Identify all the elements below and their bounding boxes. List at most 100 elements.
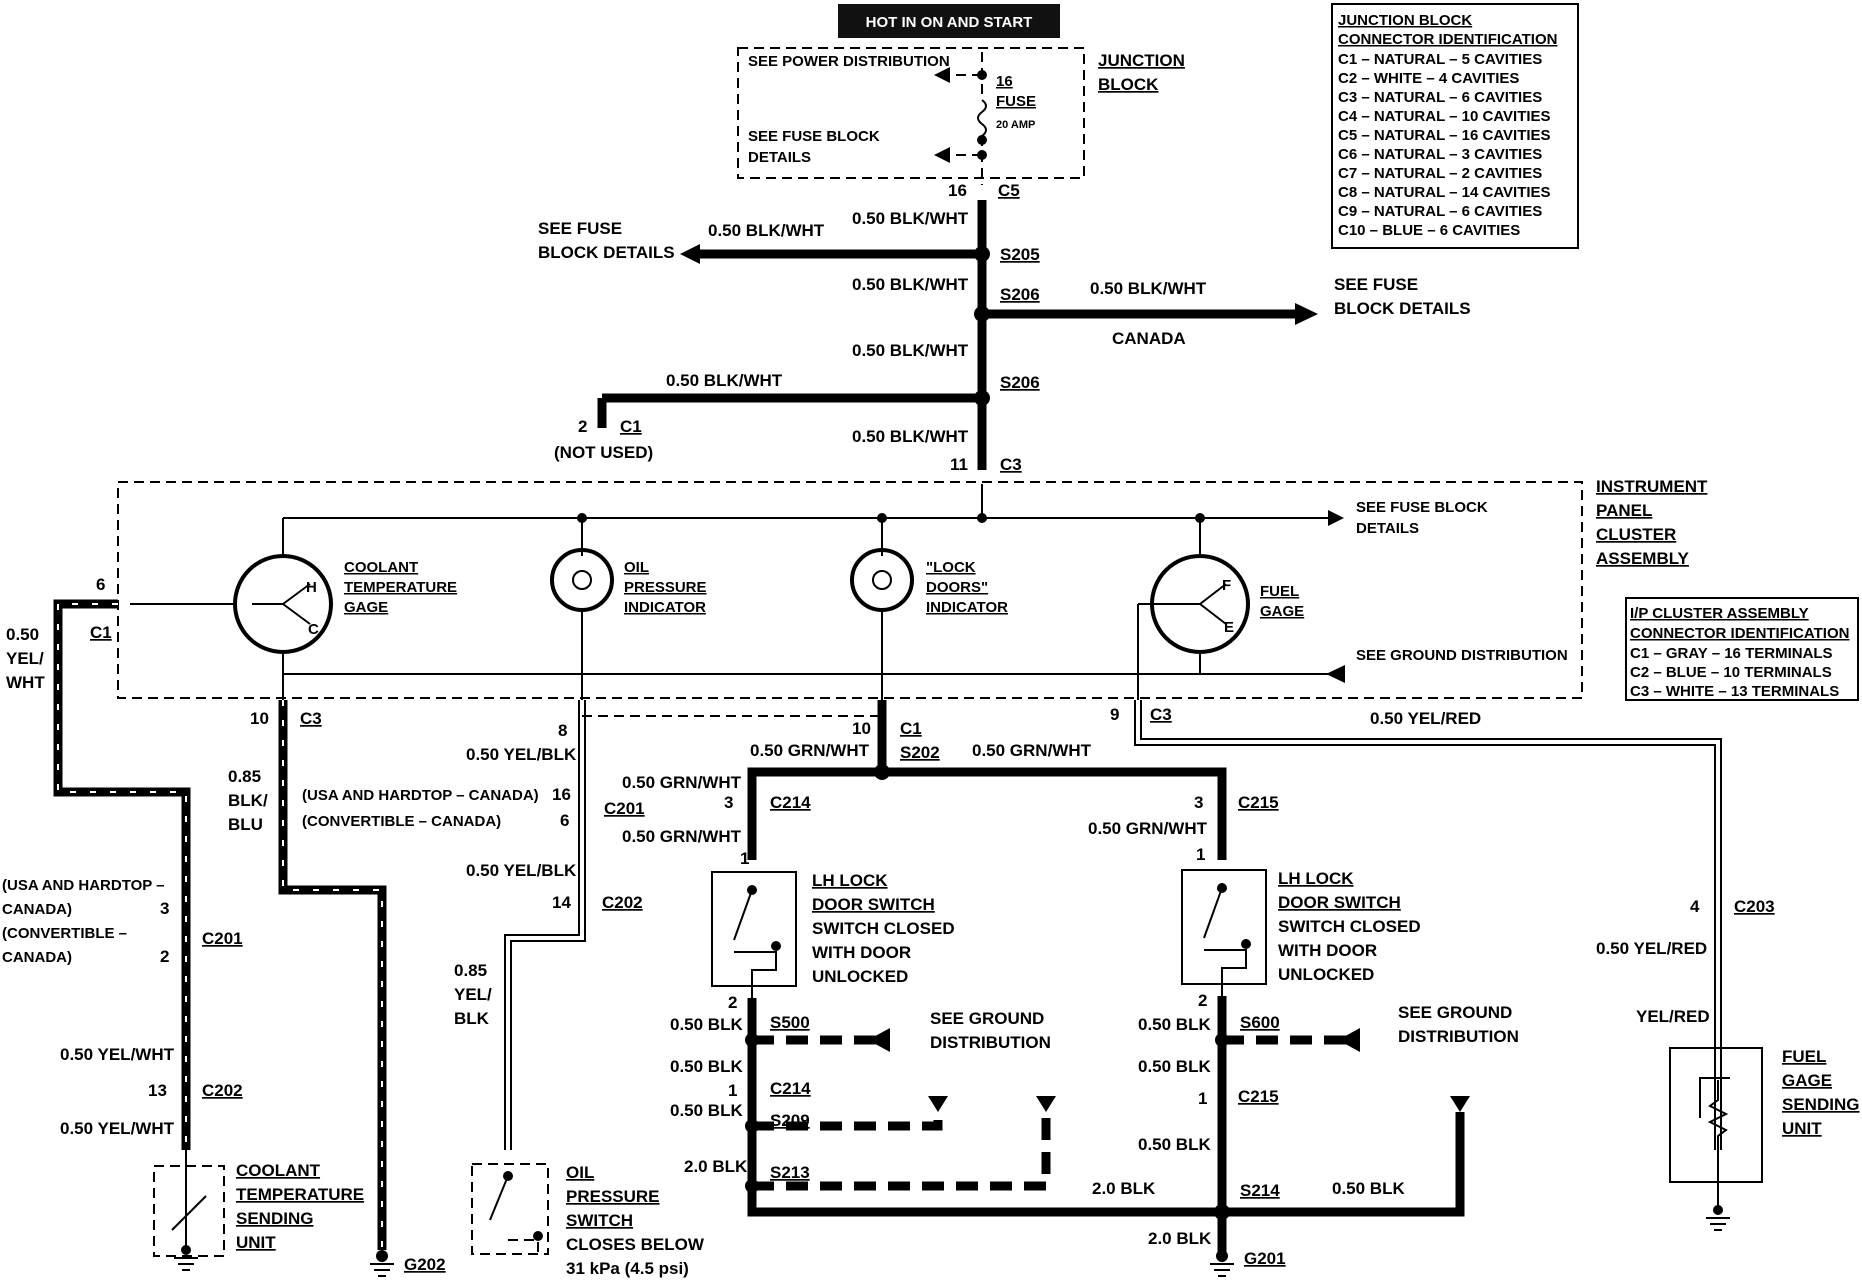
lock-indicator-label-2: DOORS" — [926, 579, 988, 596]
coolant-sender-thermistor — [171, 1195, 207, 1231]
right-switch-node-bottom — [1241, 939, 1251, 949]
coolant-temperature-sending-unit — [153, 1165, 225, 1257]
fuse-word: FUSE — [996, 93, 1036, 110]
cluster-title-4: ASSEMBLY — [1596, 549, 1690, 568]
s213-ground-arrow-icon — [1036, 1096, 1056, 1112]
coolant-gage-label-3: GAGE — [344, 599, 388, 616]
cluster-see-fuse: SEE FUSE BLOCK — [1356, 499, 1488, 516]
coolant-sender-ground-node — [181, 1245, 191, 1255]
fuse-bottom-node — [977, 135, 987, 145]
trunk-wire-label-4: 0.50 BLK/WHT — [852, 427, 969, 446]
s214-ground-arrow-icon — [1450, 1096, 1470, 1112]
oil-indicator-node — [577, 513, 587, 523]
coolant-unit-label-2: TEMPERATURE — [236, 1185, 364, 1204]
s206-label-bottom: S206 — [1000, 373, 1040, 392]
left-see-ground-2: DISTRIBUTION — [930, 1033, 1051, 1052]
lock-left-wire — [747, 767, 882, 860]
coolant-unit-label: COOLANT — [236, 1161, 321, 1180]
see-fuse-block-details-label-2: DETAILS — [748, 149, 811, 166]
coolant-sender-wire-stripe — [57, 603, 187, 1150]
coolant-variant-2: CANADA) — [2, 901, 72, 918]
lock-c1: C1 — [900, 719, 922, 738]
coolant-unit-label-3: SENDING — [236, 1209, 313, 1228]
coolant-sender-ground-icon — [174, 1257, 198, 1271]
fuel-c3: C3 — [1150, 705, 1172, 724]
cluster-title: INSTRUMENT — [1596, 477, 1708, 496]
oil-wire-c: 0.85 — [454, 961, 487, 980]
fuel-gage-needle-2 — [1199, 603, 1227, 625]
lh-lock-door-switch-left — [711, 871, 797, 987]
right-switch-label-5: UNLOCKED — [1278, 965, 1374, 984]
g201-ground-node — [1216, 1250, 1228, 1262]
coolant-wire-a: 0.50 — [6, 625, 39, 644]
s213-ground-dashed — [752, 1112, 1051, 1191]
fuel-sender-wiper — [1699, 1077, 1730, 1118]
fuel-gage-sending-unit — [1669, 1047, 1763, 1183]
right-switch-node-top — [1217, 883, 1227, 893]
not-used-label: (NOT USED) — [554, 443, 653, 462]
cluster-see-fuse-2: DETAILS — [1356, 520, 1419, 537]
jb-connector-id-row: C2 – WHITE – 4 CAVITIES — [1338, 70, 1519, 87]
right-wire-e: 0.50 BLK — [1138, 1135, 1211, 1154]
s500-label: S500 — [770, 1013, 810, 1032]
coolant-wire-a-3: WHT — [6, 673, 45, 692]
ip-connector-id-row: C3 – WHITE – 13 TERMINALS — [1630, 683, 1839, 700]
junction-block-title: JUNCTION — [1098, 51, 1185, 70]
oil-wire-b: 0.50 YEL/BLK — [466, 861, 577, 880]
s206-label-top: S206 — [1000, 285, 1040, 304]
see-fuse-left-2: BLOCK DETAILS — [538, 243, 675, 262]
oil-indicator-bulb-icon — [572, 570, 592, 590]
right-switch-label: LH LOCK — [1278, 869, 1354, 888]
coolant-c201-pin2: 2 — [160, 947, 169, 966]
fuse-16-icon — [977, 99, 987, 137]
lock-wire-left-label: 0.50 GRN/WHT — [750, 741, 870, 760]
coolant-c201-pin3: 3 — [160, 899, 169, 918]
left-wire-f: 2.0 BLK — [684, 1157, 748, 1176]
instrument-cluster-boundary — [117, 481, 1583, 699]
lh-lock-door-switch-right — [1181, 869, 1267, 985]
ip-connector-id-row: C1 – GRAY – 16 TERMINALS — [1630, 645, 1833, 662]
jb-connector-id-row: C6 – NATURAL – 3 CAVITIES — [1338, 146, 1542, 163]
s202-label: S202 — [900, 743, 940, 762]
fuel-unit-label-3: SENDING — [1782, 1095, 1859, 1114]
g202-ground-node — [376, 1250, 388, 1262]
s213-label: S213 — [770, 1163, 810, 1182]
coolant-gage-needle — [282, 583, 311, 605]
s205-branch-wire-label: 0.50 BLK/WHT — [708, 221, 825, 240]
s205-arrow-icon — [680, 244, 700, 264]
g201-ground-icon — [1210, 1263, 1234, 1277]
trunk-wire-label-2: 0.50 BLK/WHT — [852, 275, 969, 294]
g201-label: G201 — [1244, 1249, 1286, 1268]
coolant-wire-a-2: YEL/ — [6, 649, 44, 668]
left-wire-d: 0.50 BLK — [670, 1057, 743, 1076]
left-wire-c: 0.50 BLK — [670, 1015, 743, 1034]
right-see-ground-2: DISTRIBUTION — [1398, 1027, 1519, 1046]
fuel-gage-needle — [1199, 583, 1227, 605]
left-switch-label-2: DOOR SWITCH — [812, 895, 935, 914]
oil-variant-2: (CONVERTIBLE – CANADA) — [302, 813, 501, 830]
c5-connector: C5 — [998, 181, 1020, 200]
left-switch-label-5: UNLOCKED — [812, 967, 908, 986]
coolant-c202: C202 — [202, 1081, 243, 1100]
right-switch-label-2: DOOR SWITCH — [1278, 893, 1401, 912]
left-c214-pin3: 3 — [724, 793, 733, 812]
oil-c201-pin6: 6 — [560, 811, 569, 830]
oil-indicator-label-3: INDICATOR — [624, 599, 706, 616]
left-see-ground: SEE GROUND — [930, 1009, 1044, 1028]
lock-doors-indicator — [850, 548, 914, 612]
s206-right-arrow-icon — [1295, 303, 1318, 325]
see-fuse-left: SEE FUSE — [538, 219, 622, 238]
hot-in-on-start-box — [838, 4, 1060, 38]
see-fuse-right: SEE FUSE — [1334, 275, 1418, 294]
oil-variant: (USA AND HARDTOP – CANADA) — [302, 787, 539, 804]
oil-indicator-label-2: PRESSURE — [624, 579, 707, 596]
oil-switch-wire-inner — [506, 700, 584, 1150]
s205-label: S205 — [1000, 245, 1040, 264]
fuel-unit-label: FUEL — [1782, 1047, 1826, 1066]
g202-c3-pin: 10 — [250, 709, 269, 728]
oil-switch-label-2: PRESSURE — [566, 1187, 660, 1206]
jb-connector-id-row: C10 – BLUE – 6 CAVITIES — [1338, 222, 1520, 239]
cluster-left-connector: C1 — [90, 623, 112, 642]
right-c215b-pin: 1 — [1198, 1089, 1207, 1108]
left-wire-b: 0.50 GRN/WHT — [622, 827, 742, 846]
